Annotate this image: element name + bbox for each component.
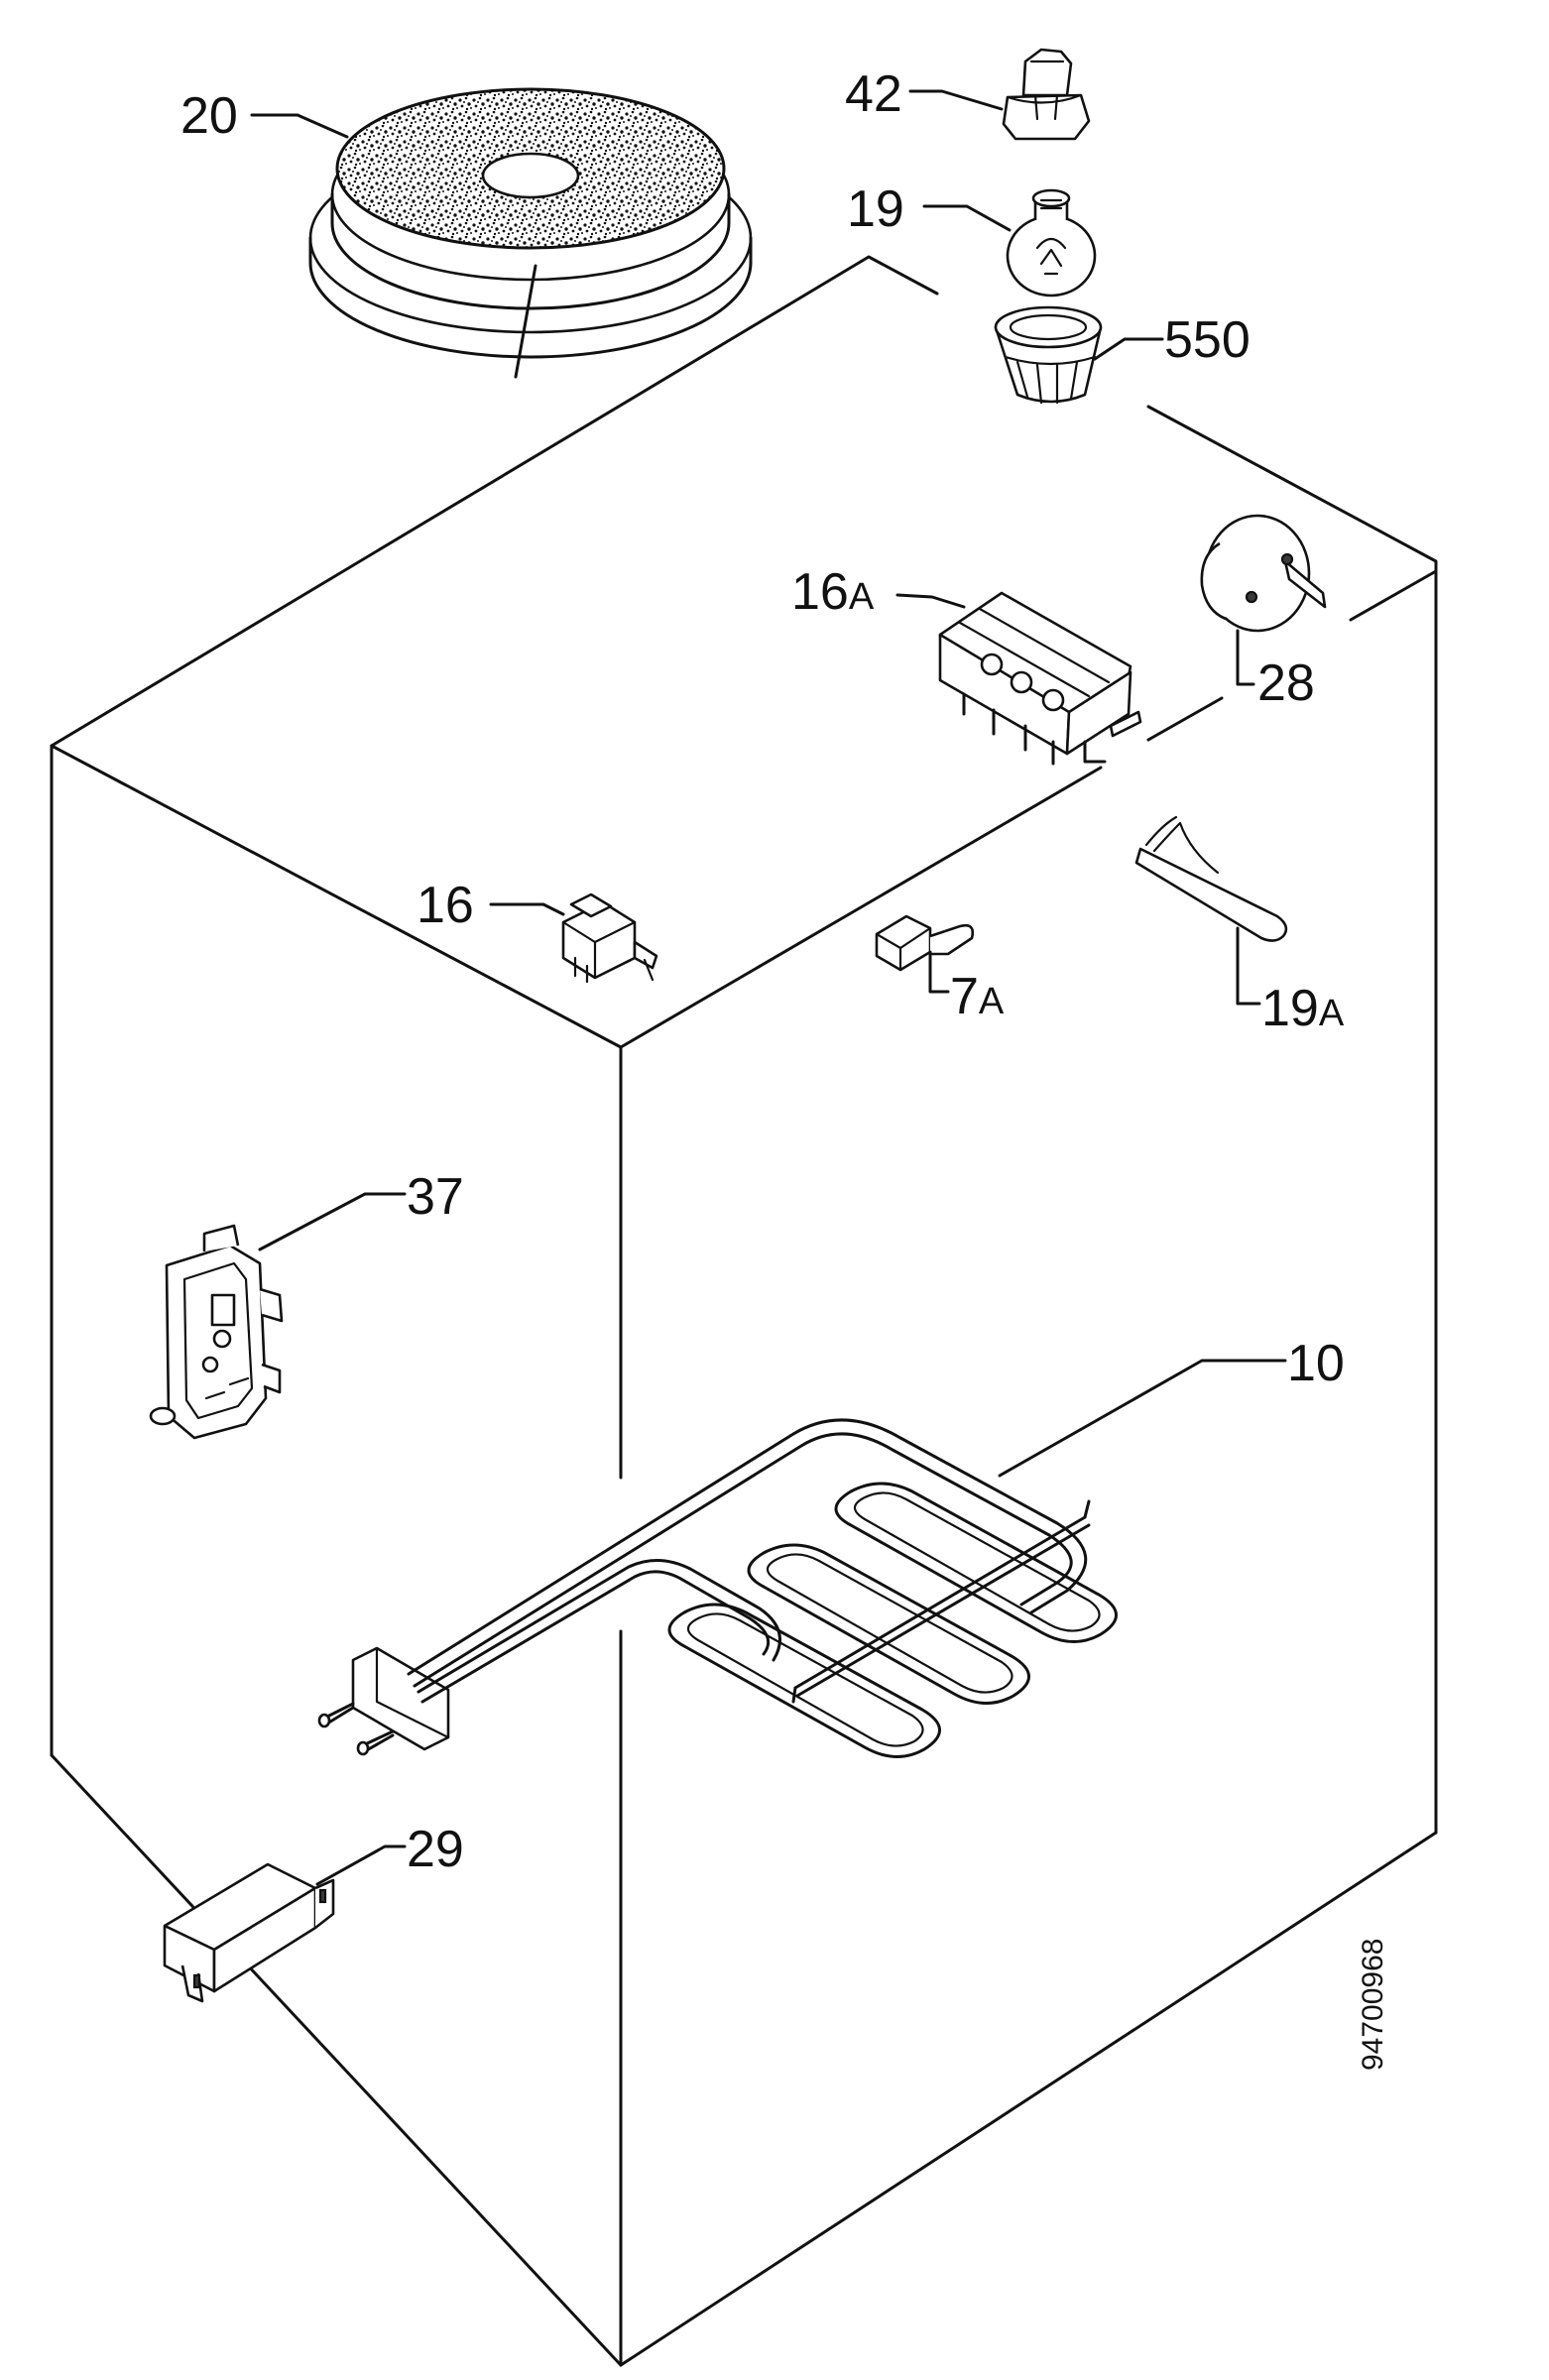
label-7a: 7A — [950, 968, 1005, 1025]
label-550: 550 — [1164, 311, 1251, 369]
heating-element-part-10 — [317, 1359, 1287, 1759]
drawing-number: 94700968 — [1357, 1939, 1389, 2071]
push-switch-part-16 — [489, 892, 658, 984]
oven-cabinet-outline — [50, 255, 1438, 2367]
label-20: 20 — [180, 87, 238, 145]
label-29: 29 — [407, 1821, 464, 1878]
hotplate-part-20 — [308, 87, 753, 379]
leader-19 — [922, 204, 1012, 232]
leader-42 — [908, 89, 1004, 111]
label-16: 16 — [417, 877, 474, 934]
label-37: 37 — [407, 1168, 464, 1226]
selector-switch-part-16a — [895, 591, 1142, 766]
leader-550 — [1093, 337, 1164, 361]
label-28: 28 — [1257, 654, 1315, 712]
label-19a: 19A — [1261, 980, 1345, 1037]
thermostat-part-28 — [1200, 514, 1327, 686]
mounting-bracket-part-37 — [149, 1192, 407, 1440]
label-19: 19 — [847, 180, 904, 238]
door-switch-part-7a — [875, 914, 975, 994]
lamp-bulb-part-19 — [1006, 188, 1097, 298]
temperature-probe-part-19a — [1134, 815, 1288, 1006]
label-10: 10 — [1287, 1335, 1345, 1392]
label-42: 42 — [845, 65, 902, 123]
lamp-cover-part-550 — [994, 305, 1103, 405]
terminal-bracket-part-29 — [163, 1844, 407, 2003]
lamp-holder-part-42 — [1002, 48, 1091, 141]
leader-20 — [250, 113, 349, 139]
label-16a: 16A — [791, 563, 875, 621]
